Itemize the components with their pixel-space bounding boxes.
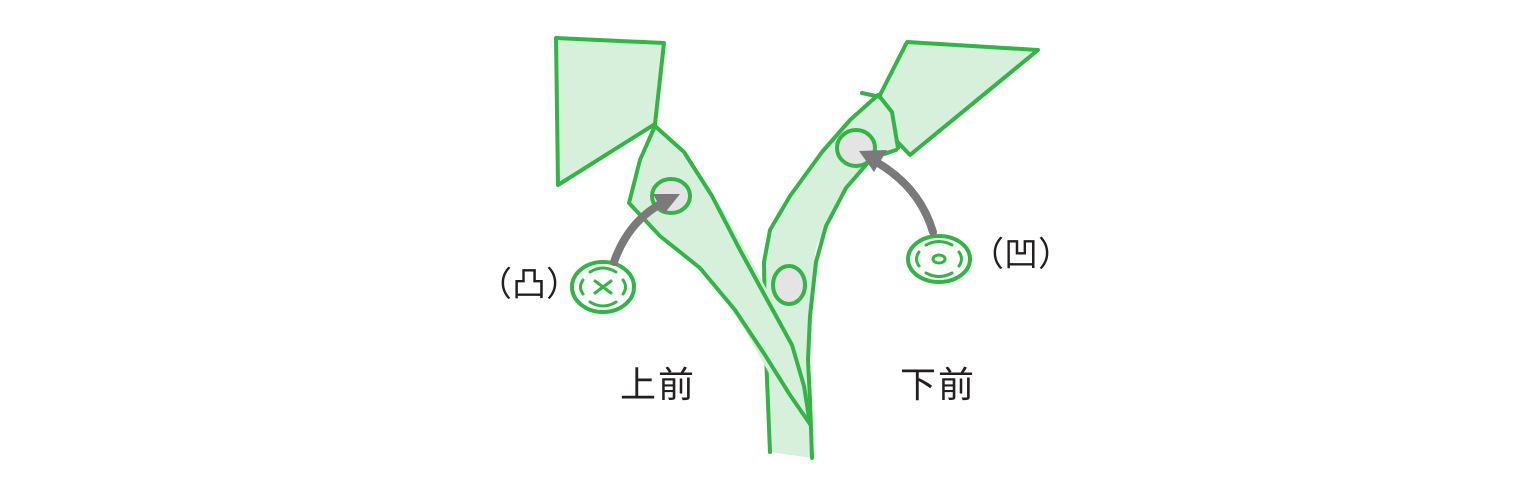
button-hole-lower-front-middle bbox=[771, 264, 807, 306]
concave-label: （凹） bbox=[970, 235, 1072, 275]
arrow-concave-to-lower-front bbox=[859, 150, 937, 236]
right-collar-piece bbox=[878, 40, 1040, 157]
arrow-convex-to-upper-front bbox=[610, 194, 680, 266]
upper-front-outer-edge bbox=[627, 124, 812, 426]
lower-front-label: 下前 bbox=[900, 365, 977, 406]
upper-front-label: 上前 bbox=[620, 365, 697, 406]
lower-front-collar-edge bbox=[860, 91, 900, 150]
upper-front-inner-edge bbox=[653, 124, 812, 426]
lower-front-right-edge bbox=[806, 148, 898, 460]
snap-button-male-icon bbox=[570, 260, 636, 314]
convex-label: （凸） bbox=[478, 265, 580, 305]
snap-button-female-icon bbox=[906, 234, 972, 284]
